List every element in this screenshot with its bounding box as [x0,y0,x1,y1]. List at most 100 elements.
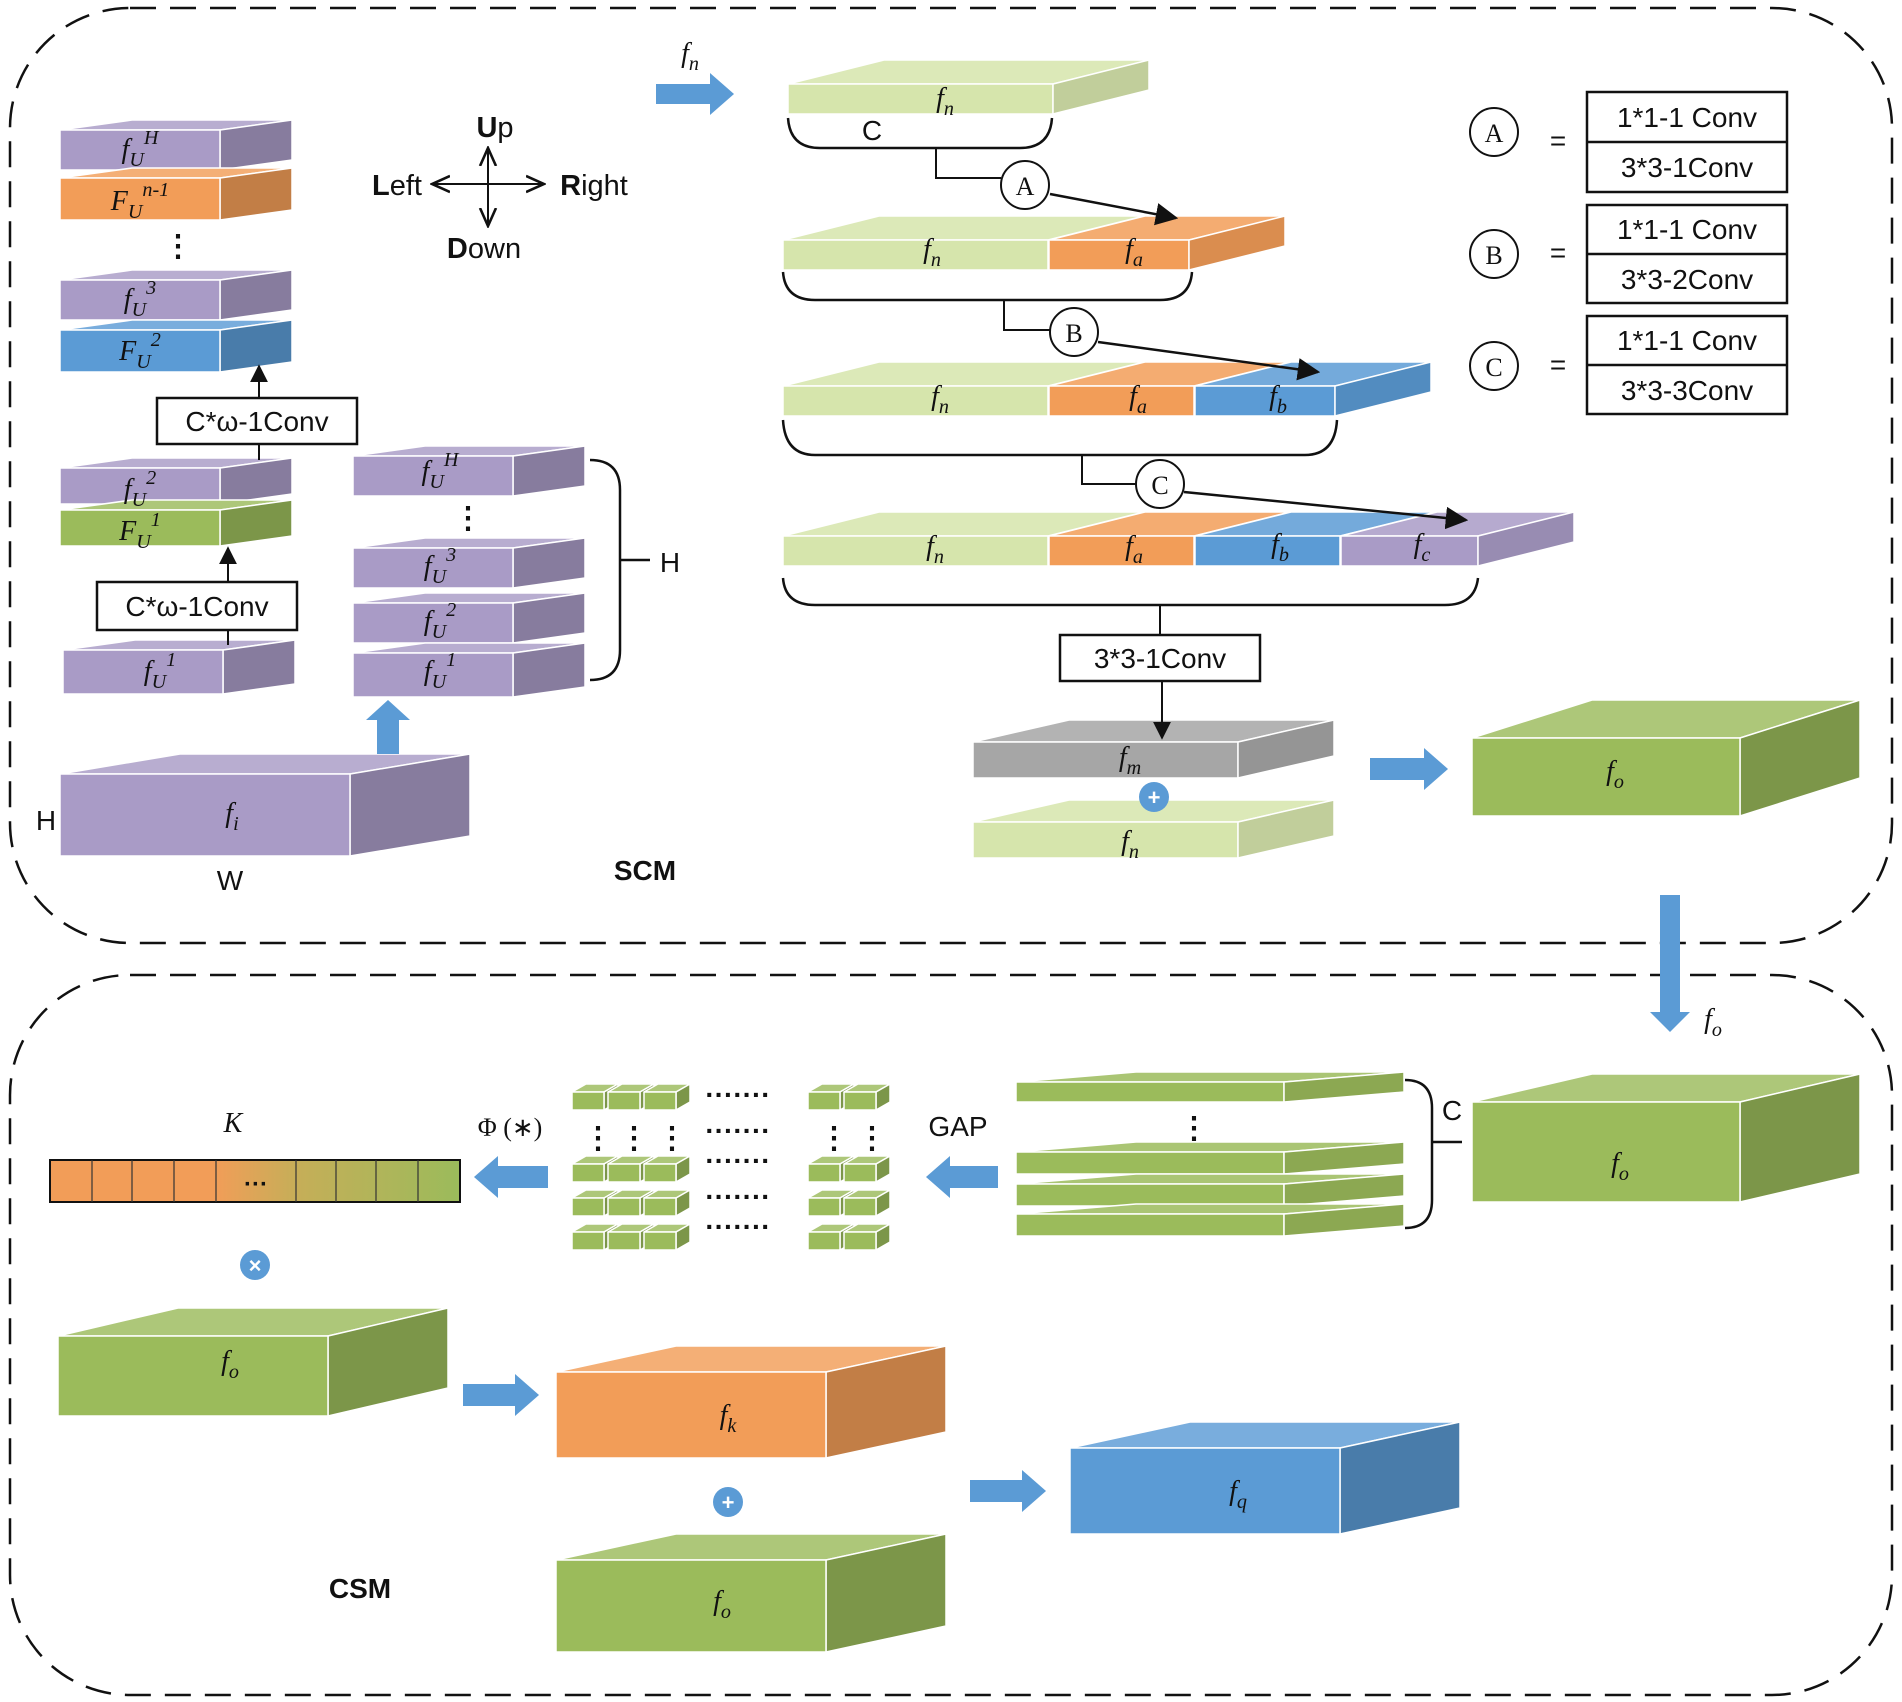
fn-arrow-label: fn [681,38,699,75]
row1 [782,215,1286,271]
row3-seg2-front [1194,535,1341,567]
scm-output-fo [1471,699,1861,817]
legend-a-top: 1*1-1 Conv [1617,102,1757,133]
row3-seg0-front [782,535,1049,567]
row0-fn [787,59,1150,115]
step-c-label: C [1151,471,1168,500]
row2-brace [781,419,1339,457]
legend-c-eq: = [1550,349,1566,380]
input-label-fi: fi [225,798,238,835]
grid-cube-a-1-0-front [571,1163,605,1183]
channel-slab-1-side [1283,1071,1405,1103]
row2-label-fa: fa [1129,381,1147,418]
csm-plus-circle [713,1487,743,1517]
channel-slab-4-side [1283,1203,1405,1237]
fm-label: fm [1119,742,1141,779]
residual-plus: + [1148,785,1161,810]
step-c-arrow [1183,490,1469,530]
row1-label-fn: fn [923,234,941,271]
channel-slab-3-side [1283,1173,1405,1207]
scm-title: SCM [614,855,676,886]
scm-output-label: fo [1606,756,1624,793]
row3-seg1-front [1048,535,1195,567]
stack-fU1-front [62,649,224,695]
fn-input-arrow [656,73,734,115]
sum-to-fq-arrow [970,1470,1046,1512]
input-fi [59,753,471,857]
legend-b-marker [1469,229,1519,279]
row2-label-fn: fn [931,381,949,418]
grid-cube-a-3-2-front [643,1231,677,1251]
csm-module-border [8,973,1894,1697]
csm-input-label: fo [1611,1148,1629,1185]
legend-c-bottom: 3*3-3Conv [1621,375,1753,406]
grid-cube-a-0-0-front [571,1091,605,1111]
stack-fuH [59,119,293,171]
channel-slab-1 [1015,1071,1405,1103]
slice-brace [589,458,622,682]
stack-FU1-front [59,509,221,547]
grid-cube-a-3-2 [643,1223,691,1251]
conv-label-upper: C*ω-1Conv [185,406,328,437]
legend-b-top: 1*1-1 Conv [1617,214,1757,245]
stack-FU2-front [59,329,221,373]
slice-label-fu3: fU3 [424,544,456,588]
row3-side [1477,511,1575,567]
stack-label-FU1: FU1 [118,509,161,553]
fo-to-fk-arrow [463,1374,539,1416]
stack-fU1-side [222,639,296,695]
step-b-marker [1049,307,1099,357]
conv-legend: A = 1*1-1 Conv 3*3-1Conv B = 1*1-1 Conv … [1469,90,1789,416]
final-conv-label: 3*3-1Conv [1094,643,1226,674]
grid-cube-a-3-1-front [607,1231,641,1251]
stack-FU2-side [219,319,293,373]
channel-brace-label: C [1442,1095,1462,1126]
step-a-marker [1000,160,1050,210]
csm-plus: + [722,1490,735,1515]
grid-vdots-3: ⋮ [657,1122,687,1155]
row3-label-fc: fc [1414,529,1431,566]
fo-left-label: fo [221,1346,239,1383]
step-b-connector [1003,300,1050,331]
stack-fU3 [59,269,293,321]
gap-label: GAP [928,1111,987,1142]
slice-fu1 [352,642,586,698]
channel-dots: ⋮ [1179,1112,1209,1145]
input-to-slices-arrow [366,700,410,754]
stack-label-FUn1: FUn-1 [110,179,170,223]
gap-arrow [926,1156,998,1198]
compass-right: Right [560,170,628,202]
fq-label: fq [1229,1476,1247,1513]
grid-cube-b-1-1-front [843,1163,877,1183]
csm-title: CSM [329,1573,391,1604]
grid-vdots-4: ⋮ [819,1122,849,1155]
grid-vdots-2: ⋮ [619,1122,649,1155]
csm-fk-front [555,1371,827,1459]
fk-label: fk [720,1400,738,1437]
slice-fu2 [352,592,586,644]
grid-cube-b-2-1 [843,1189,891,1217]
grid-vdots-5: ⋮ [857,1122,887,1155]
grid-cube-b-2-1-front [843,1197,877,1217]
grid-cube-b-0-1 [843,1083,891,1111]
step-c-connector [1081,455,1136,485]
multiply-sign: × [249,1253,262,1278]
csm-fo-left [57,1307,449,1417]
grid-cube-a-2-2-front [643,1197,677,1217]
row2-label-fb: fb [1269,381,1287,418]
step-a-label: A [1016,172,1035,201]
grid-dots-row5: ······· [705,1211,770,1242]
channel-slab-4-seg0-front [1015,1213,1285,1237]
fm-slab-side [1237,719,1335,779]
csm-fq [1069,1421,1461,1535]
grid-cube-a-2-2 [643,1189,691,1217]
stack-label-fU3: fU3 [124,277,156,321]
row0-brace [786,117,1054,150]
grid-cube-a-3-0-front [571,1231,605,1251]
grid-dots-row3: ······· [705,1145,770,1176]
row1-label-fa: fa [1125,234,1143,271]
compass-down: Down [447,233,521,265]
row2-seg0-front [782,385,1049,417]
stack-FU2 [59,319,293,373]
